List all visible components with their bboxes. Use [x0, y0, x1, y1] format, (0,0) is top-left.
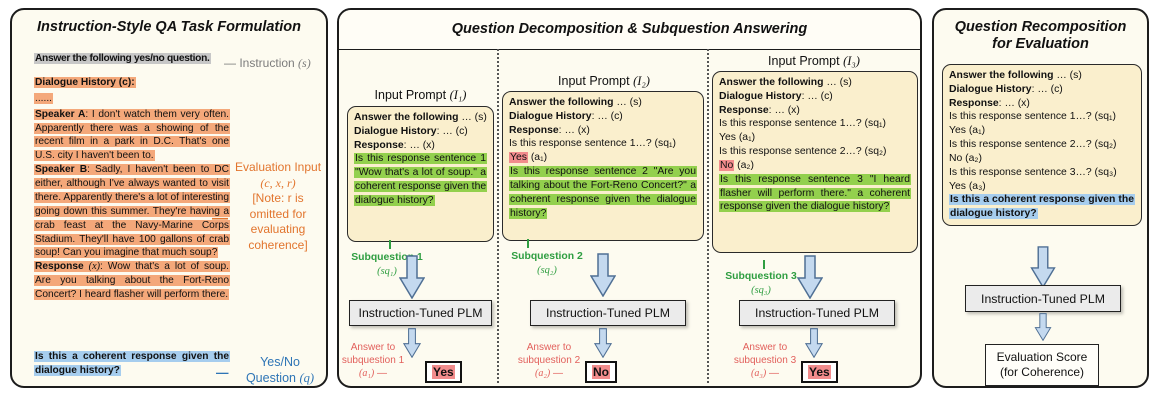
- plm-box: Instruction-Tuned PLM: [530, 300, 686, 326]
- dialogue-ellipsis: ......: [34, 92, 53, 104]
- prior-answer-1: Yes (a₁): [719, 132, 756, 144]
- answer-3-line: Yes (a₃): [949, 180, 986, 192]
- arrow-down-icon: [797, 255, 823, 299]
- prompt-instruction-line: Answer the following … (s): [719, 77, 852, 88]
- answer-1-label: Answer to subquestion 1 (a₁) —: [341, 342, 405, 379]
- dialogue-history-header: Dialogue History (c):: [34, 76, 136, 88]
- prompt-context-line: Dialogue History: … (c): [509, 110, 623, 122]
- plm-box: Instruction-Tuned PLM: [349, 300, 492, 326]
- prompt-context-line: Dialogue History: … (c): [719, 90, 833, 102]
- arrow-down-icon: [804, 328, 824, 358]
- subquestion-3-line: Is this response sentence 3…? (sq₃): [949, 166, 1117, 178]
- input-prompt-2-box: Answer the following … (s) Dialogue Hist…: [502, 91, 704, 241]
- panel-title: Instruction-Style QA Task Formulation: [37, 19, 301, 35]
- input-prompt-3-box: Answer the following … (s) Dialogue Hist…: [712, 71, 918, 253]
- column-divider: [707, 49, 709, 383]
- arrow-down-icon: [402, 328, 422, 358]
- speaker-b-turn: Speaker B: Sadly, I haven't been to DC e…: [34, 164, 230, 259]
- qa-example: Answer the following yes/no question. Di…: [34, 52, 230, 302]
- prior-answer-1: Yes (a₁): [509, 152, 548, 164]
- yes-no-question-line: Is this a coherent response given the di…: [34, 351, 230, 376]
- subquestion-text: Is this response sentence 2 "Are you tal…: [509, 166, 697, 219]
- subquestion-2-line: Is this response sentence 2…? (sq₂): [949, 139, 1117, 151]
- speaker-a-turn: Speaker A: I don't watch them very often…: [34, 108, 230, 162]
- prior-subquestion-2: Is this response sentence 2…? (sq₂): [719, 146, 887, 158]
- prior-subquestion-1: Is this response sentence 1…? (sq₁): [719, 118, 886, 130]
- prompt-instruction-line: Answer the following … (s): [509, 97, 642, 108]
- answer-1-box: Yes: [425, 361, 462, 383]
- connector-line: [763, 260, 765, 269]
- subquestion-text: Is this response sentence 1 "Wow that's …: [354, 153, 488, 206]
- evaluation-score-box: Evaluation Score (for Coherence): [985, 344, 1099, 386]
- arrow-down-icon: [1030, 246, 1056, 288]
- input-prompt-1-box: Answer the following … (s) Dialogue Hist…: [347, 106, 494, 242]
- answer-2-box: No: [585, 361, 617, 383]
- plm-box: Instruction-Tuned PLM: [965, 285, 1121, 312]
- answer-3-label: Answer to subquestion 3 (a₃) —: [733, 342, 797, 379]
- prompt-instruction-line: Answer the following … (s): [949, 70, 1082, 81]
- panel-decomposition: Question Decomposition & Subquestion Ans…: [337, 8, 922, 388]
- answer-1-line: Yes (a₁): [949, 125, 986, 137]
- connector-dash: —: [212, 210, 228, 227]
- recomposed-prompt-box: Answer the following … (s) Dialogue Hist…: [942, 64, 1142, 227]
- subquestion-1-label: Subquestion 1 (sq₁): [351, 252, 423, 277]
- subquestion-text: Is this response sentence 3 "I heard fla…: [719, 173, 911, 213]
- evaluation-input-annotation: Evaluation Input (c, x, r) [Note: r is o…: [234, 160, 322, 252]
- panel-title: Question Decomposition & Subquestion Ans…: [451, 21, 808, 38]
- answer-2-line: No (a₂): [949, 152, 982, 164]
- arrow-down-icon: [399, 255, 425, 299]
- prompt-response-line: Response: … (x): [354, 139, 435, 151]
- input-prompt-2-label: Input Prompt (I₂): [558, 74, 650, 88]
- response-turn: Response (x): Wow that's a lot of soup. …: [34, 261, 230, 300]
- input-prompt-1-label: Input Prompt (I₁): [374, 88, 467, 102]
- panel-recomposition: Question Recomposition for Evaluation An…: [932, 8, 1149, 388]
- instruction-line: Answer the following yes/no question.: [34, 53, 211, 64]
- final-question-line: Is this a coherent response given the di…: [949, 194, 1135, 220]
- arrow-down-icon: [593, 328, 613, 358]
- prior-subquestion-1: Is this response sentence 1…? (sq₁): [509, 138, 676, 150]
- decomposition-header: Question Decomposition & Subquestion Ans…: [339, 10, 920, 50]
- prompt-response-line: Response: … (x): [719, 104, 800, 116]
- panel-title: Question Recomposition for Evaluation: [954, 19, 1127, 52]
- answer-2-label: Answer to subquestion 2 (a₂) —: [517, 342, 581, 379]
- connector-line: [527, 239, 529, 248]
- instruction-annotation: — Instruction (s): [224, 56, 311, 70]
- prompt-instruction-line: Answer the following … (s): [354, 112, 487, 123]
- connector-line: [389, 240, 391, 249]
- yes-no-annotation: Yes/No Question (q): [245, 355, 315, 386]
- subquestion-2-label: Subquestion 2 (sq₂): [511, 251, 583, 276]
- prompt-context-line: Dialogue History: … (c): [949, 83, 1063, 95]
- prompt-response-line: Response: … (x): [509, 124, 590, 136]
- arrow-down-icon: [590, 253, 616, 297]
- prompt-response-line: Response: … (x): [949, 97, 1030, 109]
- input-prompt-3-label: Input Prompt (I₃): [768, 54, 860, 68]
- plm-box: Instruction-Tuned PLM: [739, 300, 895, 326]
- connector-dash: —: [216, 366, 229, 380]
- column-divider: [497, 49, 499, 383]
- answer-3-box: Yes: [801, 361, 838, 383]
- panel-task-formulation: Instruction-Style QA Task Formulation An…: [10, 8, 328, 388]
- arrow-down-icon: [1034, 313, 1052, 341]
- prompt-context-line: Dialogue History: … (c): [354, 125, 468, 137]
- subquestion-3-label: Subquestion 3 (sq₃): [725, 271, 797, 296]
- subquestion-1-line: Is this response sentence 1…? (sq₁): [949, 111, 1116, 123]
- prior-answer-2: No (a₂): [719, 159, 754, 171]
